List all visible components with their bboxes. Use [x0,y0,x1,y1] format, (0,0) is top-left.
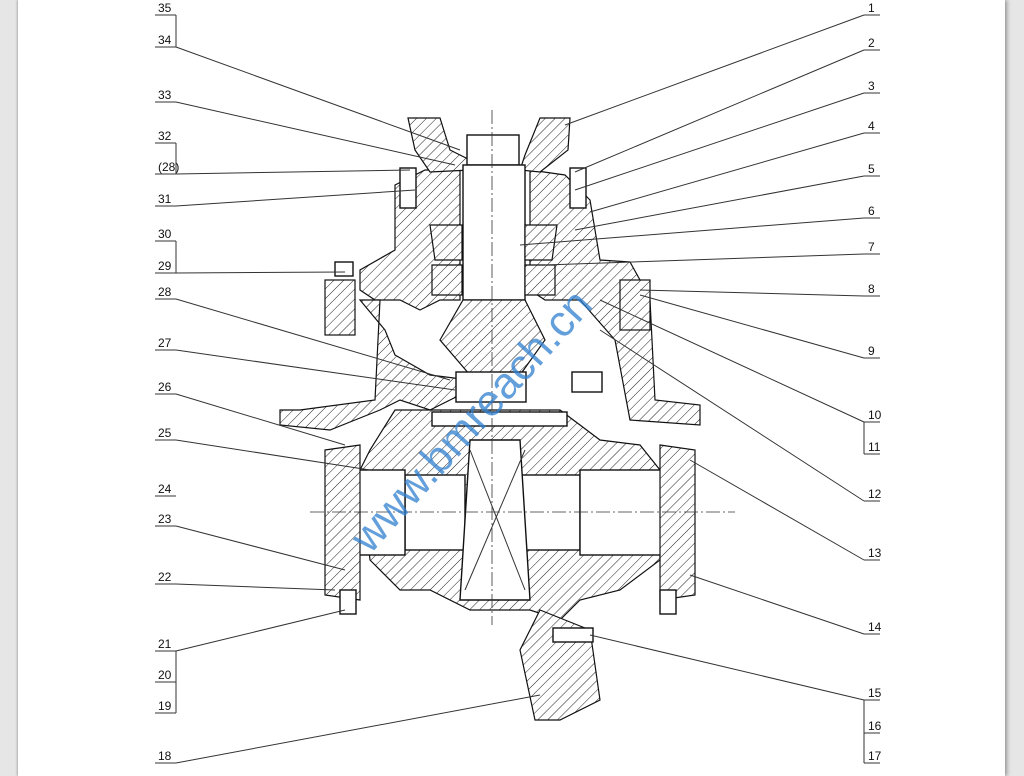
leader-line [589,132,865,213]
callout-label: 20 [158,668,172,682]
callout-label: 10 [868,408,882,422]
callout-label: 19 [158,699,172,713]
leader-line [639,294,865,359]
callout-label: 33 [158,88,172,102]
callout-label: 30 [158,227,172,241]
leader-line [599,299,865,423]
leader-line [544,253,865,266]
callout-label: (28) [158,160,179,174]
leader-line [175,46,461,151]
callout-label: 11 [868,440,881,454]
leader-line [175,101,456,166]
leader-line [175,583,336,591]
callout-label: 3 [868,79,875,93]
leader-line [574,49,865,173]
callout-label: 24 [158,482,172,496]
callout-label: 13 [868,546,882,560]
callout-label: 15 [868,686,882,700]
leader-line [519,217,865,246]
leader-line [175,609,346,652]
callout-label: 29 [158,259,172,273]
callout-label: 32 [158,129,172,143]
callout-label: 35 [158,1,172,15]
leader-line [639,289,865,297]
leader-line [175,439,371,471]
leader-line [175,189,416,207]
callout-label: 14 [868,620,882,634]
leader-line [599,329,865,502]
callout-label: 25 [158,426,172,440]
callout-label: 22 [158,570,172,584]
leader-line [175,271,346,274]
callout-label: 4 [868,119,875,133]
callout-label: 8 [868,282,875,296]
callout-label: 16 [868,719,882,733]
callout-label: 7 [868,240,875,254]
callout-label: 21 [158,637,172,651]
callout-label: 5 [868,162,875,176]
leader-line [175,349,456,391]
leader-line [574,175,865,231]
leader-line [689,459,865,561]
assembly-body [279,110,735,721]
callout-label: 1 [868,1,875,15]
leader-line [564,14,865,126]
leader-line [574,92,865,191]
leader-line [175,694,541,764]
callout-label: 26 [158,380,172,394]
leader-line [175,169,411,175]
leader-line [589,634,865,701]
leader-line [175,393,346,446]
callout-label: 28 [158,285,172,299]
leader-line [689,574,865,635]
callout-label: 6 [868,204,875,218]
callout-label: 18 [158,749,172,763]
callout-label: 17 [868,749,882,763]
callout-label: 9 [868,344,875,358]
callout-label: 34 [158,33,172,47]
leader-line [175,525,346,571]
callout-label: 23 [158,512,172,526]
callout-label: 27 [158,336,172,350]
callout-label: 2 [868,36,875,50]
leader-line [175,298,451,381]
callout-label: 12 [868,487,882,501]
callout-label: 31 [158,192,172,206]
